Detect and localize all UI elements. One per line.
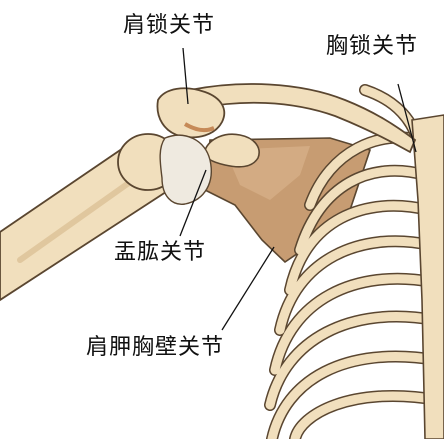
- leader-line-scapulothoracic: [222, 247, 274, 330]
- label-glenohumeral-joint: 盂肱关节: [114, 241, 206, 265]
- label-scapulothoracic-joint: 肩胛胸壁关节: [86, 336, 224, 360]
- coracoid-process: [205, 134, 259, 167]
- glenoid-cartilage: [160, 135, 211, 204]
- label-acromioclavicular-joint: 肩锁关节: [123, 14, 215, 38]
- label-sternoclavicular-joint: 胸锁关节: [326, 35, 418, 59]
